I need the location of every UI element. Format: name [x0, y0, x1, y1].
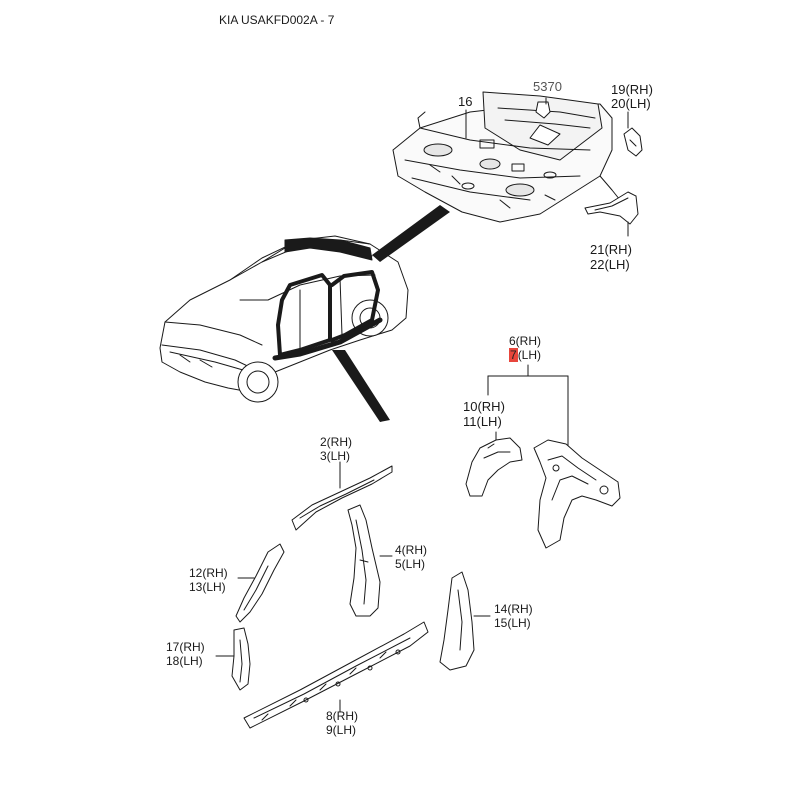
label-6-rh: 6(RH): [509, 334, 541, 348]
bracket-5370-part: [535, 101, 551, 119]
label-14-rh: 14(RH): [494, 602, 533, 616]
label-4-rh: 4(RH): [395, 543, 427, 557]
label-9-lh: 9(LH): [326, 723, 357, 737]
label-11-lh: 11(LH): [463, 414, 502, 429]
quarter-inner-part: [439, 571, 491, 671]
label-7-side: (LH): [517, 348, 542, 362]
label-17-rh: 17(RH): [166, 640, 205, 654]
label-10-rh: 10(RH): [463, 399, 505, 414]
hinge-pillar-part: [215, 627, 251, 691]
label-5-lh: 5(LH): [395, 557, 426, 571]
label-7-lh: 7(LH): [509, 348, 542, 362]
label-18-lh: 18(LH): [166, 654, 203, 668]
label-16: 16: [458, 94, 473, 109]
label-21-rh: 21(RH): [590, 242, 632, 257]
side-sill-part: [243, 621, 429, 729]
label-12-rh: 12(RH): [189, 566, 228, 580]
roof-rail-part: [291, 461, 393, 531]
label-2-rh: 2(RH): [320, 435, 352, 449]
center-pillar-part: [347, 504, 393, 617]
leader-lines-top: [465, 97, 629, 237]
label-7-highlight: 7: [509, 348, 518, 362]
bracket-19-20-part: [623, 127, 643, 157]
label-5370: 5370: [533, 79, 562, 94]
label-3-lh: 3(LH): [320, 449, 351, 463]
label-13-lh: 13(LH): [189, 580, 226, 594]
label-15-lh: 15(LH): [494, 616, 531, 630]
rear-package-tray-part: [392, 91, 621, 223]
front-pillar-part: [235, 543, 285, 623]
label-22-lh: 22(LH): [590, 257, 630, 272]
diagram-header: KIA USAKFD002A - 7: [219, 13, 335, 27]
wheel-house-group: [465, 364, 621, 549]
callout-wedges: [332, 205, 450, 422]
label-8-rh: 8(RH): [326, 709, 358, 723]
label-19-rh: 19(RH): [611, 82, 653, 97]
car-illustration: [159, 235, 409, 403]
extension-21-22-part: [584, 191, 639, 225]
label-20-lh: 20(LH): [611, 96, 651, 111]
